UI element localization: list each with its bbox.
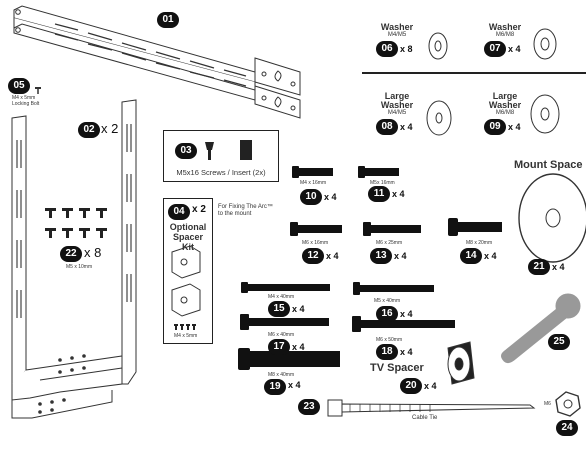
part-10-size: M4 x 16mm	[300, 180, 327, 186]
part-19-badge: 19	[264, 379, 286, 395]
bolt-icons	[238, 166, 502, 370]
part-13-badge: 13	[370, 248, 392, 264]
part-02-qty: x 2	[101, 121, 119, 136]
part-19-qty: x 4	[288, 380, 301, 390]
part-05-badge: 05	[8, 78, 30, 94]
part-21-title: Mount Space	[514, 159, 583, 171]
part-20-title: TV Spacer	[370, 362, 424, 374]
part-07-qty: x 4	[508, 44, 521, 54]
mount-spacer-icon	[518, 173, 586, 263]
m5-screw-grid-icon	[45, 208, 107, 238]
spacer-kit-box	[163, 198, 213, 344]
part-01-badge: 01	[157, 12, 179, 28]
part-09-title-1: Large	[492, 91, 518, 101]
part-06-qty: x 8	[400, 44, 413, 54]
part-10-badge: 10	[300, 189, 322, 205]
part-11-badge: 11	[368, 186, 390, 202]
part-11-qty: x 4	[392, 189, 405, 199]
part-15-size: M4 x 40mm	[268, 294, 295, 300]
part-09-qty: x 4	[508, 122, 521, 132]
part-12-qty: x 4	[326, 251, 339, 261]
part-21-badge: 21	[528, 259, 550, 275]
part-07-size: M6/M8	[495, 32, 515, 38]
part-18-qty: x 4	[400, 347, 413, 357]
part-17-size: M6 x 40mm	[268, 332, 295, 338]
part-04-title-3: Kit	[182, 242, 194, 252]
part-04-size: M4 x 5mm	[174, 333, 198, 339]
cable-tie-icon	[327, 399, 536, 417]
part-05-size: M4 x 5mm	[12, 95, 36, 101]
part-06-title: Washer	[380, 22, 414, 32]
long-bracket-icon	[13, 5, 301, 119]
part-16-qty: x 4	[400, 309, 413, 319]
part-23-badge: 23	[298, 399, 320, 415]
part-25-badge: 25	[548, 334, 570, 350]
part-16-badge: 16	[376, 306, 398, 322]
part-09-badge: 09	[484, 119, 506, 135]
part-14-badge: 14	[460, 248, 482, 264]
part-12-size: M6 x 16mm	[302, 240, 329, 246]
part-04-title-1: Optional	[169, 222, 207, 232]
vertical-arm-icon	[11, 99, 137, 419]
part-08-size: M4/M5	[387, 110, 407, 116]
part-11-size: M5x 16mm	[370, 180, 395, 186]
part-03-label: M5x16 Screws / Insert (2x)	[176, 168, 266, 177]
part-24-badge: 24	[556, 420, 578, 436]
part-17-badge: 17	[268, 339, 290, 355]
part-13-qty: x 4	[394, 251, 407, 261]
part-09-title-2: Washer	[488, 100, 522, 110]
part-08-title-1: Large	[384, 91, 410, 101]
part-16-size: M5 x 40mm	[374, 298, 401, 304]
part-22-badge: 22	[60, 246, 82, 262]
part-03-badge: 03	[175, 143, 197, 159]
wrench-icon	[501, 293, 581, 364]
tv-spacer-icon	[447, 341, 475, 385]
part-04-note-2: to the mount	[218, 211, 252, 217]
part-04-title-2: Spacer	[172, 232, 204, 242]
washer-icons	[426, 28, 560, 136]
part-06-badge: 06	[376, 41, 398, 57]
part-18-badge: 18	[376, 344, 398, 360]
screw-insert-box	[163, 130, 279, 182]
part-22-size: M5 x 10mm	[66, 264, 93, 270]
part-04-badge: 04	[168, 204, 190, 220]
part-20-qty: x 4	[424, 381, 437, 391]
part-07-title: Washer	[488, 22, 522, 32]
part-08-title-2: Washer	[380, 100, 414, 110]
part-14-qty: x 4	[484, 251, 497, 261]
part-04-note-1: For Fixing The Arc™	[218, 204, 273, 210]
part-20-badge: 20	[400, 378, 422, 394]
part-02-badge: 02	[78, 122, 100, 138]
part-04-qty: x 2	[192, 204, 206, 215]
part-19-size: M8 x 40mm	[268, 372, 295, 378]
part-22-qty: x 8	[84, 245, 102, 260]
locking-bolt-icon	[35, 87, 41, 94]
part-12-badge: 12	[302, 248, 324, 264]
part-24-size: M6	[544, 401, 551, 407]
part-07-badge: 07	[484, 41, 506, 57]
nut-icon	[555, 391, 581, 417]
part-21-qty: x 4	[552, 262, 565, 272]
part-10-qty: x 4	[324, 192, 337, 202]
part-23-name: Cable Tie	[412, 415, 438, 421]
part-05-name: Locking Bolt	[12, 101, 40, 107]
part-15-badge: 15	[268, 301, 290, 317]
part-13-size: M6 x 25mm	[376, 240, 403, 246]
part-08-qty: x 4	[400, 122, 413, 132]
part-17-qty: x 4	[292, 342, 305, 352]
part-09-size: M6/M8	[495, 110, 515, 116]
spacer-kit-icon	[171, 245, 201, 330]
part-06-size: M4/M5	[387, 32, 407, 38]
part-14-size: M8 x 20mm	[466, 240, 493, 246]
part-15-qty: x 4	[292, 304, 305, 314]
part-18-size: M6 x 50mm	[376, 337, 403, 343]
screw-insert-icon	[205, 140, 252, 160]
part-08-badge: 08	[376, 119, 398, 135]
